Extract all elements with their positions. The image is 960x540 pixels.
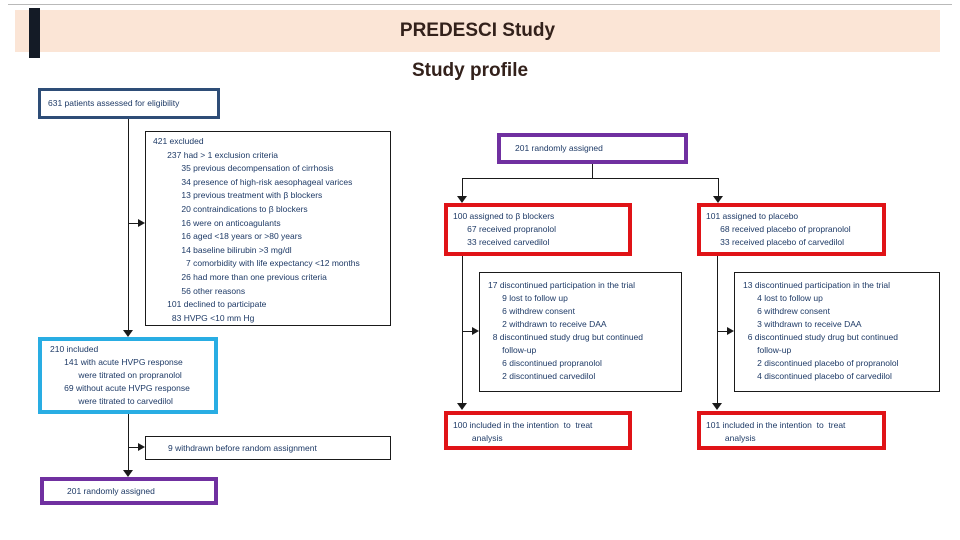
randomized-bottom-box: 201 randomly assigned <box>40 477 218 505</box>
flow-line <box>717 256 718 403</box>
itt-placebo-box: 101 included in the intention to treat a… <box>697 411 886 450</box>
corner-bar <box>29 8 40 58</box>
right-arrowhead-icon <box>138 443 145 451</box>
flow-line <box>462 178 463 196</box>
randomized-top-box: 201 randomly assigned <box>497 133 688 164</box>
discontinued-placebo-box: 13 discontinued participation in the tri… <box>734 272 940 392</box>
right-arrowhead-icon <box>472 327 479 335</box>
slide-subtitle: Study profile <box>411 60 529 81</box>
right-arrowhead-icon <box>138 219 145 227</box>
title-banner: PREDESCI Study <box>15 10 940 52</box>
flow-line <box>462 331 474 332</box>
itt-bblockers-box: 100 included in the intention to treat a… <box>444 411 632 450</box>
eligibility-box: 631 patients assessed for eligibility <box>38 88 220 119</box>
excluded-box: 421 excluded 237 had > 1 exclusion crite… <box>145 131 391 326</box>
flow-line <box>128 447 140 448</box>
flow-line <box>718 178 719 196</box>
flow-line <box>592 164 593 178</box>
flow-line <box>128 414 129 471</box>
assigned-bblockers-box: 100 assigned to β blockers 67 received p… <box>444 203 632 256</box>
down-arrowhead-icon <box>712 403 722 410</box>
assigned-placebo-box: 101 assigned to placebo 68 received plac… <box>697 203 886 256</box>
withdrawn-box: 9 withdrawn before random assignment <box>145 436 391 460</box>
included-hvpg-box: 210 included 141 with acute HVPG respons… <box>38 337 218 414</box>
down-arrowhead-icon <box>123 330 133 337</box>
down-arrowhead-icon <box>713 196 723 203</box>
flow-line <box>462 256 463 403</box>
flow-line <box>717 331 729 332</box>
right-arrowhead-icon <box>727 327 734 335</box>
discontinued-bblockers-box: 17 discontinued participation in the tri… <box>479 272 682 392</box>
flow-line <box>462 178 719 179</box>
down-arrowhead-icon <box>457 403 467 410</box>
down-arrowhead-icon <box>457 196 467 203</box>
flow-line <box>128 223 140 224</box>
slide-title: PREDESCI Study <box>399 20 556 41</box>
flow-line <box>128 119 129 331</box>
top-divider-line <box>8 4 952 5</box>
down-arrowhead-icon <box>123 470 133 477</box>
